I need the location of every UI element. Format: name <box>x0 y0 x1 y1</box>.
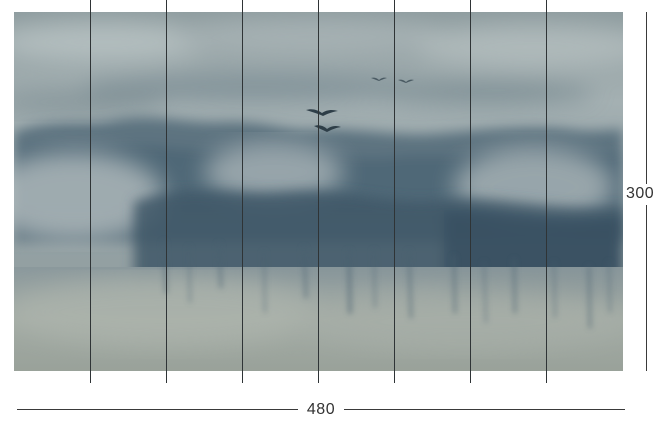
panel-divider <box>90 0 91 383</box>
height-dimension-label: 300 <box>626 185 661 203</box>
panel-divider <box>318 0 319 383</box>
panel-divider <box>394 0 395 383</box>
panel-divider <box>470 0 471 383</box>
width-dimension-label: 480 <box>306 401 336 418</box>
panel-divider <box>546 0 547 383</box>
width-dimension-line-right <box>344 409 625 410</box>
width-dimension-line-left <box>17 409 298 410</box>
panel-divider <box>242 0 243 383</box>
height-dimension-line-top <box>646 12 647 184</box>
bird-icon <box>306 77 414 132</box>
panel-divider <box>166 0 167 383</box>
height-dimension-line-bottom <box>646 205 647 371</box>
